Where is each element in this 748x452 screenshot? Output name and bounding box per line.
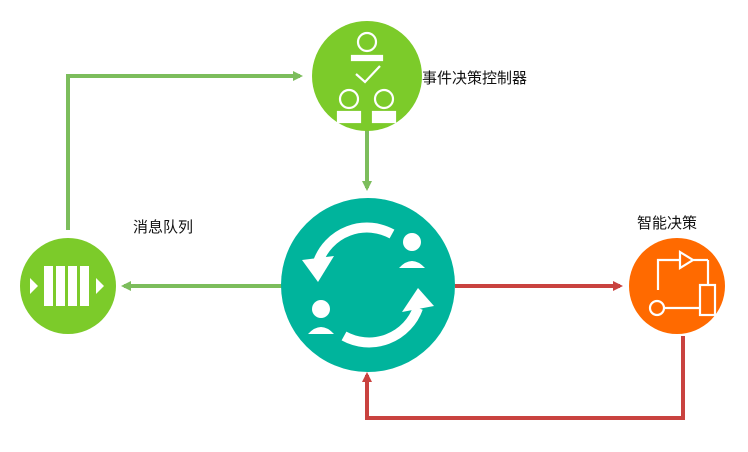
org-chart-icon <box>336 31 397 124</box>
controller-node <box>312 21 422 131</box>
sync-users-icon <box>302 222 434 348</box>
edge-queue-to-controller <box>66 71 303 230</box>
controller-label: 事件决策控制器 <box>422 69 528 87</box>
queue-icon <box>30 266 104 306</box>
queue-node <box>20 238 116 334</box>
hub-node <box>281 198 455 372</box>
decision-label: 智能决策 <box>637 214 698 232</box>
queue-label: 消息队列 <box>133 218 194 236</box>
decision-node <box>629 238 725 334</box>
workflow-icon <box>648 250 717 317</box>
edge-decision-to-hub <box>362 336 685 420</box>
